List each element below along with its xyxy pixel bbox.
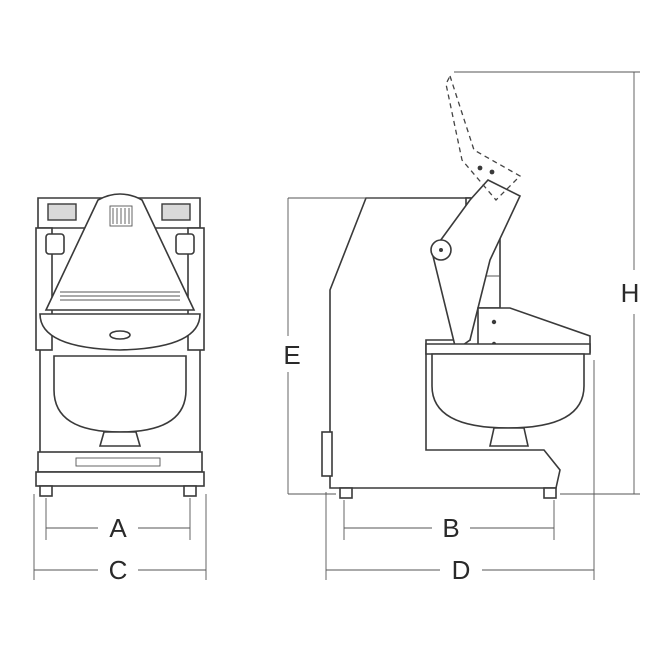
side-raised-position bbox=[445, 74, 522, 201]
front-foot-right bbox=[183, 485, 197, 497]
side-bowl bbox=[431, 353, 585, 429]
front-lower-vent bbox=[60, 291, 180, 301]
front-base bbox=[35, 471, 205, 487]
side-control-box bbox=[321, 431, 333, 477]
front-control-panel bbox=[37, 451, 203, 473]
dimension-label-h: H bbox=[621, 278, 640, 308]
dimension-label-e: E bbox=[283, 340, 300, 370]
side-foot-left bbox=[339, 487, 353, 499]
side-view bbox=[321, 74, 591, 499]
front-foot-left bbox=[39, 485, 53, 497]
side-bowl-base bbox=[489, 427, 529, 447]
dimension-label-c: C bbox=[109, 555, 128, 585]
front-bracket-left bbox=[45, 233, 65, 255]
dimension-label-d: D bbox=[452, 555, 471, 585]
front-cover-knob bbox=[109, 330, 131, 340]
side-foot-right bbox=[543, 487, 557, 499]
side-bowl-rim bbox=[425, 343, 591, 355]
front-bowl bbox=[53, 355, 187, 433]
front-view bbox=[35, 193, 205, 497]
front-grille bbox=[109, 205, 133, 227]
front-vent-left bbox=[47, 203, 77, 221]
front-vent-right bbox=[161, 203, 191, 221]
front-bowl-base bbox=[98, 431, 142, 447]
dimension-lines bbox=[33, 71, 640, 580]
front-bracket-right bbox=[175, 233, 195, 255]
dimension-label-b: B bbox=[442, 513, 459, 543]
front-control-strip bbox=[75, 457, 161, 467]
front-frame bbox=[39, 350, 201, 470]
dimension-label-a: A bbox=[109, 513, 127, 543]
front-motor-head bbox=[44, 193, 196, 311]
